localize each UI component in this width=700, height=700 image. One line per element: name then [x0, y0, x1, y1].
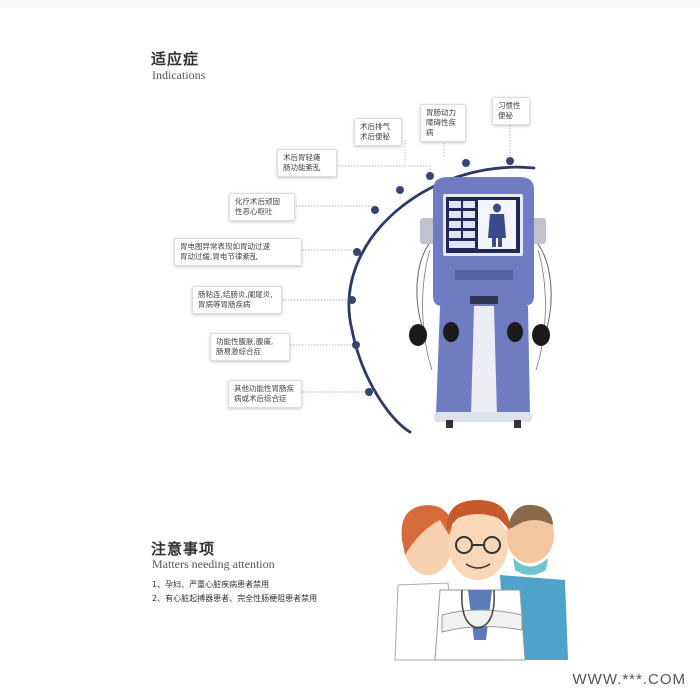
indication-label-0: 术后胃轻瘫 肠功能紊乱: [277, 149, 337, 177]
arc-dot-2: [462, 159, 470, 167]
indications-arc: [347, 165, 536, 434]
indication-label-4: 化疗术后顽固 性恶心呕吐: [229, 193, 295, 221]
notes-title-en: Matters needing attention: [152, 557, 275, 571]
note-item: 2、有心脏起搏器患者、完全性肠梗阻患者禁用: [152, 594, 318, 603]
notes-list: 1、孕妇、严重心脏疾病患者禁用 2、有心脏起搏器患者、完全性肠梗阻患者禁用: [152, 578, 317, 606]
indication-label-3: 习惯性 便秘: [492, 97, 530, 125]
arc-dot-8: [365, 388, 373, 396]
arc-dot-7: [352, 341, 360, 349]
arc-dot-1: [396, 186, 404, 194]
indications-title-cn: 适应症: [151, 50, 200, 68]
doctors-illustration: [394, 500, 568, 661]
top-bar: [0, 0, 700, 8]
arc-dot-3: [506, 157, 514, 165]
arc-dot-5: [353, 248, 361, 256]
indication-label-5: 胃电图异常表现如胃动过速 胃动过缓,胃电节律紊乱: [174, 238, 302, 266]
indication-label-7: 功能性腹胀,腹痛, 肠易激综合症: [210, 333, 290, 361]
indication-label-1: 术后排气 术后便秘: [354, 118, 402, 146]
indication-label-6: 肠粘连,结肠炎,阑尾炎, 胃病等胃肠疾病: [192, 286, 282, 314]
watermark: WWW.***.COM: [572, 671, 686, 688]
arc-dot-6: [348, 296, 356, 304]
note-item: 1、孕妇、严重心脏疾病患者禁用: [152, 580, 270, 589]
notes-title-cn: 注意事项: [151, 540, 216, 558]
arc-dot-0: [426, 172, 434, 180]
indication-label-8: 其他功能性胃肠疾 病或术后综合症: [228, 380, 302, 408]
indications-title-en: Indications: [152, 68, 206, 82]
arc-dot-4: [371, 206, 379, 214]
connector-0: [336, 165, 431, 176]
device-illustration: [409, 177, 552, 428]
indication-label-2: 胃肠动力 障碍性疾病: [420, 104, 466, 142]
